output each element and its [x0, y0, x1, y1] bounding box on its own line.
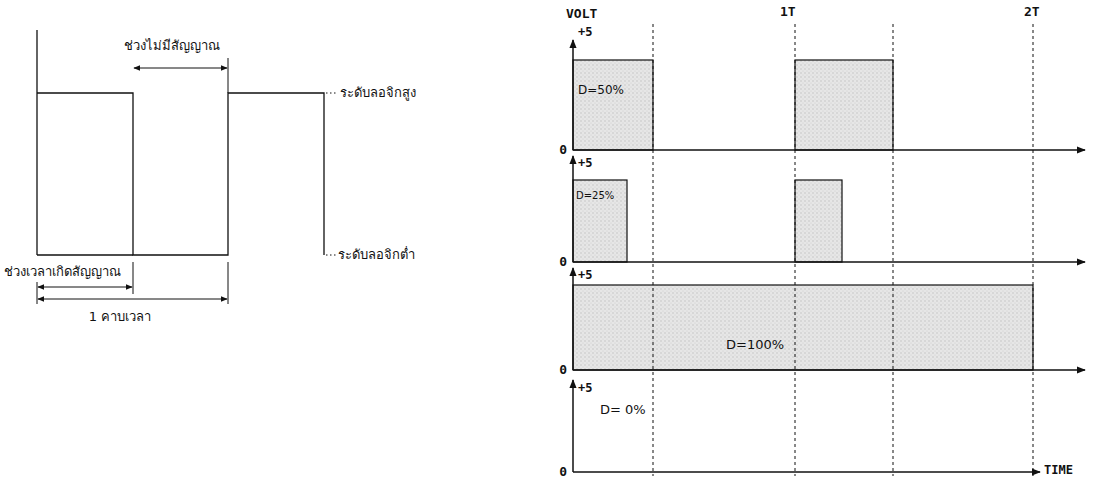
- axis-value: +5: [578, 24, 592, 40]
- annotation: ช่วงไม่มีสัญญาณ: [124, 38, 220, 54]
- axis-value: 0: [559, 464, 567, 479]
- pulse-waveform: [37, 30, 324, 255]
- axis-value: 0: [559, 254, 567, 270]
- axis-value: 0: [559, 362, 567, 378]
- annotation: ระดับลอจิกสูง: [340, 85, 416, 101]
- duty-label: D= 0%: [600, 402, 646, 418]
- duty-label: D=25%: [576, 188, 614, 204]
- duty-label: D=50%: [578, 82, 624, 98]
- axis-title: VOLT: [566, 6, 597, 22]
- time-marker: 1T: [780, 4, 796, 20]
- axis-value: 0: [559, 142, 567, 158]
- annotation: 1 คาบเวลา: [89, 309, 151, 325]
- annotation: ระดับลอจิกต่ำ: [338, 247, 415, 263]
- plot-axes: [573, 40, 1085, 472]
- leader-dots: [326, 93, 338, 255]
- duty-label: D=100%: [726, 337, 784, 353]
- annotation: ช่วงเวลาเกิดสัญญาณ: [2, 264, 123, 280]
- axis-value: +5: [578, 267, 592, 283]
- axis-title: TIME: [1044, 462, 1073, 478]
- axis-value: +5: [578, 380, 592, 396]
- pwm-pulses: [573, 60, 1033, 370]
- axis-value: +5: [578, 155, 592, 171]
- time-gridlines: [653, 24, 1033, 476]
- time-marker: 2T: [1024, 4, 1040, 20]
